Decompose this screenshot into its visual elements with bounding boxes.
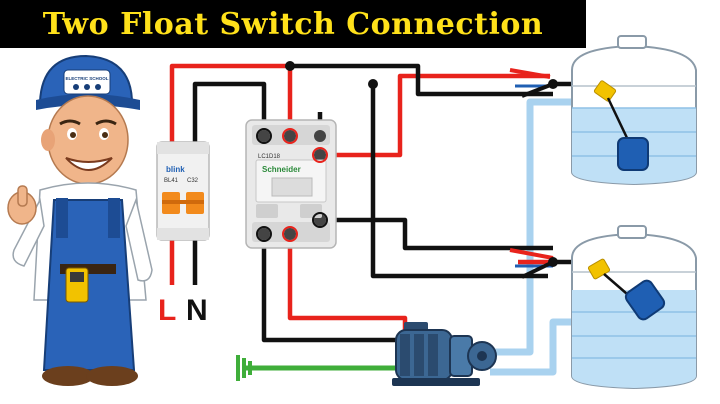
lower-float-switch-icon <box>587 258 666 321</box>
breaker-brand: blink <box>166 165 185 174</box>
live-label: L <box>158 294 176 327</box>
water-pump-motor <box>392 322 497 386</box>
electrician-mascot: ELECTRIC SCHOOL <box>7 54 153 386</box>
contactor-brand: Schneider <box>262 165 301 174</box>
earth-wire <box>236 355 405 381</box>
page-title: Two Float Switch Connection <box>42 6 544 42</box>
contactor: LC1D18 Schneider <box>245 119 337 249</box>
circuit-breaker: blink BL41 C32 <box>156 141 210 241</box>
upper-float-switch-icon <box>593 80 649 171</box>
lower-float-contact <box>509 248 558 279</box>
upper-float-contact <box>509 68 558 98</box>
contactor-model: LC1D18 <box>258 154 281 160</box>
water-pipes <box>490 98 592 376</box>
neutral-label: N <box>186 294 208 327</box>
breaker-rating: C32 <box>187 178 199 184</box>
live-wires <box>169 63 553 336</box>
breaker-model: BL41 <box>164 178 179 184</box>
title-bar: Two Float Switch Connection <box>0 0 586 48</box>
cap-logo-text: ELECTRIC SCHOOL <box>65 76 108 81</box>
